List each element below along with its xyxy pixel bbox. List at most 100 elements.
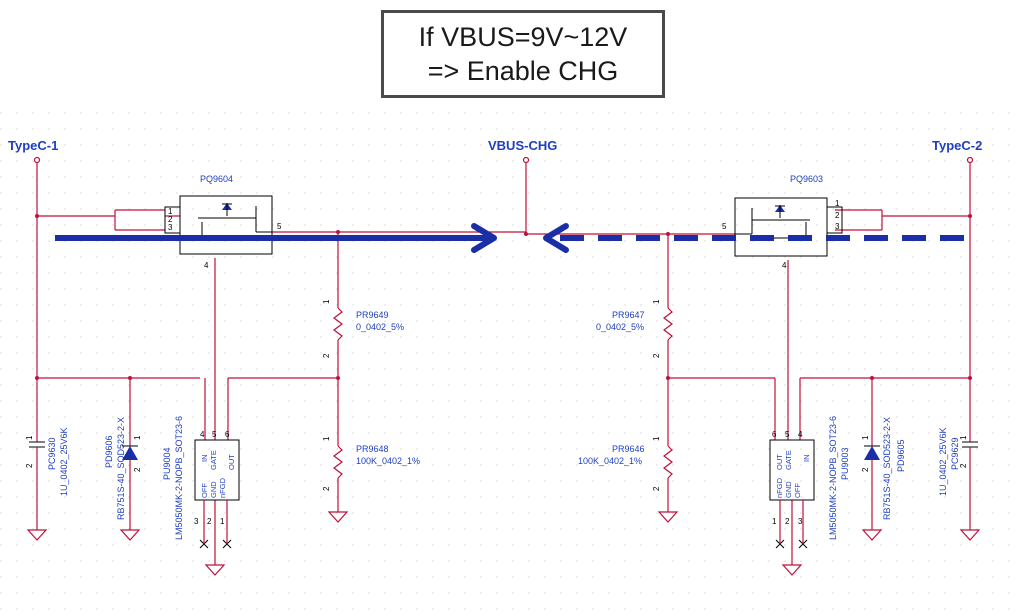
pu9004-label-gate: GATE xyxy=(209,450,218,470)
mosfet-pq9603: PQ9603 1 2 3 5 4 xyxy=(722,174,843,270)
capacitor-pc9629: PC9629 1U_0402_25V6K 1 2 xyxy=(938,427,978,496)
mosfet-pq9603-pin-2: 2 xyxy=(835,211,840,220)
mosfet-pq9604-pin-5: 5 xyxy=(277,222,282,231)
capacitor-pc9630-value: 1U_0402_25V6K xyxy=(59,427,69,496)
pu9003-top-pin-5: 5 xyxy=(785,430,790,439)
pu9004-ref: PU9004 xyxy=(162,447,172,480)
resistor-pr9648: PR9648 100K_0402_1% 1 2 xyxy=(322,432,420,491)
capacitor-pc9630-ref: PC9630 xyxy=(47,437,57,470)
net-port-typec-1 xyxy=(33,156,41,216)
mosfet-pq9603-pin-1: 1 xyxy=(835,199,840,208)
diode-pd9606-pin-2: 2 xyxy=(133,467,142,472)
pu9003-label-out: OUT xyxy=(775,454,784,470)
resistor-pr9646-ref: PR9646 xyxy=(612,444,645,454)
diode-pd9606-pin-1: 1 xyxy=(133,435,142,440)
flow-arrow-right-dashed xyxy=(543,223,965,253)
pu9003-label-gate: GATE xyxy=(784,450,793,470)
diode-pd9605: PD9605 RB751S-40_SOD523-2-X 1 2 xyxy=(861,417,906,520)
resistor-pr9649-value: 0_0402_5% xyxy=(356,322,404,332)
resistor-pr9648-pin-2: 2 xyxy=(322,486,331,491)
capacitor-pc9629-value: 1U_0402_25V6K xyxy=(938,427,948,496)
pu9003-bottom-pin-1: 1 xyxy=(772,517,777,526)
mosfet-pq9604-ref: PQ9604 xyxy=(200,174,233,184)
pu9004-bottom-pin-2: 2 xyxy=(207,517,212,526)
note-line-1: If VBUS=9V~12V xyxy=(418,22,628,52)
net-label-vbus-chg: VBUS-CHG xyxy=(488,138,557,153)
diode-pd9605-pin-2: 2 xyxy=(861,467,870,472)
capacitor-pc9629-pin-1: 1 xyxy=(959,435,968,440)
resistor-pr9649: PR9649 0_0402_5% 1 2 xyxy=(322,290,404,360)
resistor-pr9647-pin-2: 2 xyxy=(652,353,661,358)
pu9003-label-off: OFF xyxy=(793,483,802,498)
pu9004-top-pin-4: 4 xyxy=(200,430,205,439)
pu9003-label-gnd: GND xyxy=(784,481,793,498)
pu9004-top-pin-6: 6 xyxy=(225,430,230,439)
pu9004-label-in: IN xyxy=(200,455,209,463)
net-label-typec-1: TypeC-1 xyxy=(8,138,58,153)
resistor-pr9646-pin-1: 1 xyxy=(652,436,661,441)
resistor-pr9647-pin-1: 1 xyxy=(652,299,661,304)
resistor-pr9647-ref: PR9647 xyxy=(612,310,645,320)
pu9003-ref: PU9003 xyxy=(840,447,850,480)
mosfet-pq9603-pin-3: 3 xyxy=(835,222,840,231)
mosfet-pq9604: PQ9604 1 2 3 5 4 xyxy=(164,174,282,270)
pu9003-label-in: IN xyxy=(802,455,811,463)
note-box: If VBUS=9V~12V => Enable CHG xyxy=(381,10,665,98)
pu9004-part: LM5050MK-2-NOPB_SOT23-6 xyxy=(174,416,184,540)
ground-symbols xyxy=(26,511,981,576)
resistor-pr9646-value: 100K_0402_1% xyxy=(578,456,642,466)
wires-left xyxy=(36,209,526,565)
capacitor-pc9630: PC9630 1U_0402_25V6K 1 2 xyxy=(25,427,69,496)
resistor-pr9647: PR9647 0_0402_5% 1 2 xyxy=(596,290,673,360)
diode-pd9606-ref: PD9606 xyxy=(104,435,114,468)
diode-pd9605-pin-1: 1 xyxy=(861,435,870,440)
net-port-vbus-chg xyxy=(522,156,530,234)
grid-background xyxy=(0,105,1023,614)
net-label-typec-2: TypeC-2 xyxy=(932,138,982,153)
resistor-pr9648-value: 100K_0402_1% xyxy=(356,456,420,466)
resistor-pr9647-value: 0_0402_5% xyxy=(596,322,644,332)
controller-pu9003: 6 5 4 1 2 3 nFGD GND OFF OUT GATE IN PU9… xyxy=(769,416,850,549)
mosfet-pq9604-pin-4: 4 xyxy=(204,261,209,270)
mosfet-pq9604-pin-1: 1 xyxy=(168,207,173,216)
flow-arrow-left-solid xyxy=(55,223,497,253)
pu9004-label-out: OUT xyxy=(227,454,236,470)
pu9004-label-nfgd: nFGD xyxy=(218,477,227,498)
resistor-pr9648-ref: PR9648 xyxy=(356,444,389,454)
wires-right xyxy=(526,209,971,565)
capacitor-pc9630-pin-1: 1 xyxy=(25,435,34,440)
resistor-pr9648-pin-1: 1 xyxy=(322,436,331,441)
resistor-pr9649-pin-2: 2 xyxy=(322,353,331,358)
resistor-pr9646: PR9646 100K_0402_1% 1 2 xyxy=(578,432,673,491)
diode-pd9605-part: RB751S-40_SOD523-2-X xyxy=(882,417,892,520)
pu9003-top-pin-4: 4 xyxy=(798,430,803,439)
mosfet-pq9603-pin-5: 5 xyxy=(722,222,727,231)
net-port-typec-2 xyxy=(966,156,974,216)
mosfet-pq9604-pin-2: 2 xyxy=(168,215,173,224)
mosfet-pq9604-pin-3: 3 xyxy=(168,223,173,232)
mosfet-pq9603-ref: PQ9603 xyxy=(790,174,823,184)
resistor-pr9649-ref: PR9649 xyxy=(356,310,389,320)
pu9004-bottom-pin-1: 1 xyxy=(220,517,225,526)
capacitor-pc9629-ref: PC9629 xyxy=(950,437,960,470)
note-line-2: => Enable CHG xyxy=(427,56,619,86)
pu9004-bottom-pin-3: 3 xyxy=(194,517,199,526)
pu9003-bottom-pin-3: 3 xyxy=(798,517,803,526)
resistor-pr9646-pin-2: 2 xyxy=(652,486,661,491)
diode-pd9605-ref: PD9605 xyxy=(896,439,906,472)
resistor-pr9649-pin-1: 1 xyxy=(322,299,331,304)
pu9004-top-pin-5: 5 xyxy=(212,430,217,439)
pu9004-label-gnd: GND xyxy=(209,481,218,498)
junction-dots xyxy=(35,214,972,380)
pu9004-label-off: OFF xyxy=(200,483,209,498)
pu9003-top-pin-6: 6 xyxy=(772,430,777,439)
controller-pu9004: 4 5 6 3 2 1 OFF GND nFGD IN GATE OUT PU9… xyxy=(162,416,240,549)
capacitor-pc9630-pin-2: 2 xyxy=(25,463,34,468)
diode-pd9606: PD9606 RB751S-40_SOD523-2-X 1 2 xyxy=(104,417,142,520)
pu9003-part: LM5050MK-2-NOPB_SOT23-6 xyxy=(828,416,838,540)
mosfet-pq9603-pin-4: 4 xyxy=(782,261,787,270)
capacitor-pc9629-pin-2: 2 xyxy=(959,463,968,468)
diode-pd9606-part: RB751S-40_SOD523-2-X xyxy=(116,417,126,520)
